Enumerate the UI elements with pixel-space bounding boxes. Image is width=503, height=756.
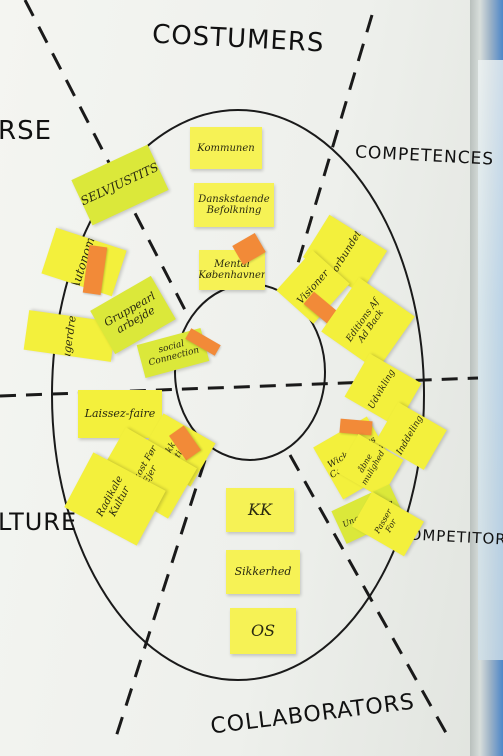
divider-bottom-left [113,459,207,741]
sticky-note: Sikkerhed [226,550,300,594]
segment-label-left-lower: LTURE [0,508,78,536]
sticky-note: OS [230,608,296,654]
segment-label-top-left: RSE [0,116,52,146]
sticky-note: Danskstaende Befolkning [194,183,274,227]
divider-bottom-right [288,454,452,741]
sticky-note: KK [226,488,294,532]
sticky-flag [339,418,373,436]
divider-top-right [288,14,374,291]
sticky-note: Kommunen [190,127,262,169]
window-light [478,60,503,660]
sticky-note: Laissez-faire [78,390,162,438]
